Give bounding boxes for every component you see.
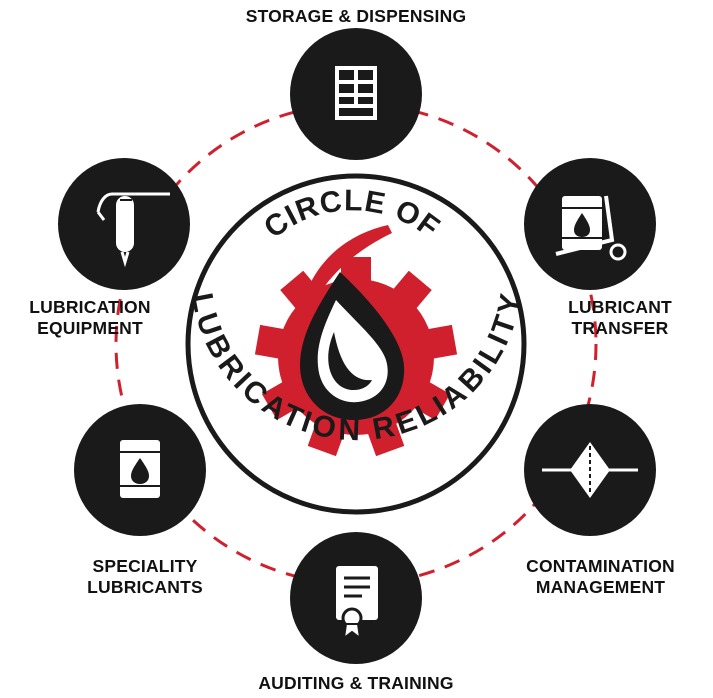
swoosh-icon [299, 225, 392, 338]
oil-drop-icon [300, 272, 405, 420]
node-lubrication-equipment [58, 158, 190, 290]
central-emblem: CIRCLE OF LUBRICATION RELIABILITY [185, 173, 527, 515]
node-lubricant-transfer [524, 158, 656, 290]
certificate-icon [336, 566, 378, 641]
label-auditing-training: AUDITING & TRAINING [258, 673, 454, 693]
oil-barrel-icon [120, 440, 160, 498]
label-speciality-lubricants: SPECIALITY LUBRICANTS [87, 556, 203, 597]
label-storage-dispensing: STORAGE & DISPENSING [245, 6, 467, 26]
grease-gun-icon [96, 192, 170, 268]
label-contamination-management: CONTAMINATION MANAGEMENT [526, 556, 675, 597]
label-lubricant-transfer: LUBRICANT TRANSFER [568, 297, 672, 338]
drum-dolly-icon [555, 195, 627, 261]
node-speciality-lubricants [74, 404, 206, 536]
node-auditing-training [290, 532, 422, 664]
node-storage-dispensing [290, 28, 422, 160]
dashed-connector-ring [114, 102, 598, 586]
shelving-rack-icon [335, 66, 377, 120]
filter-icon [542, 442, 638, 498]
label-lubrication-equipment: LUBRICATION EQUIPMENT [29, 297, 151, 338]
node-contamination-management [524, 404, 656, 536]
